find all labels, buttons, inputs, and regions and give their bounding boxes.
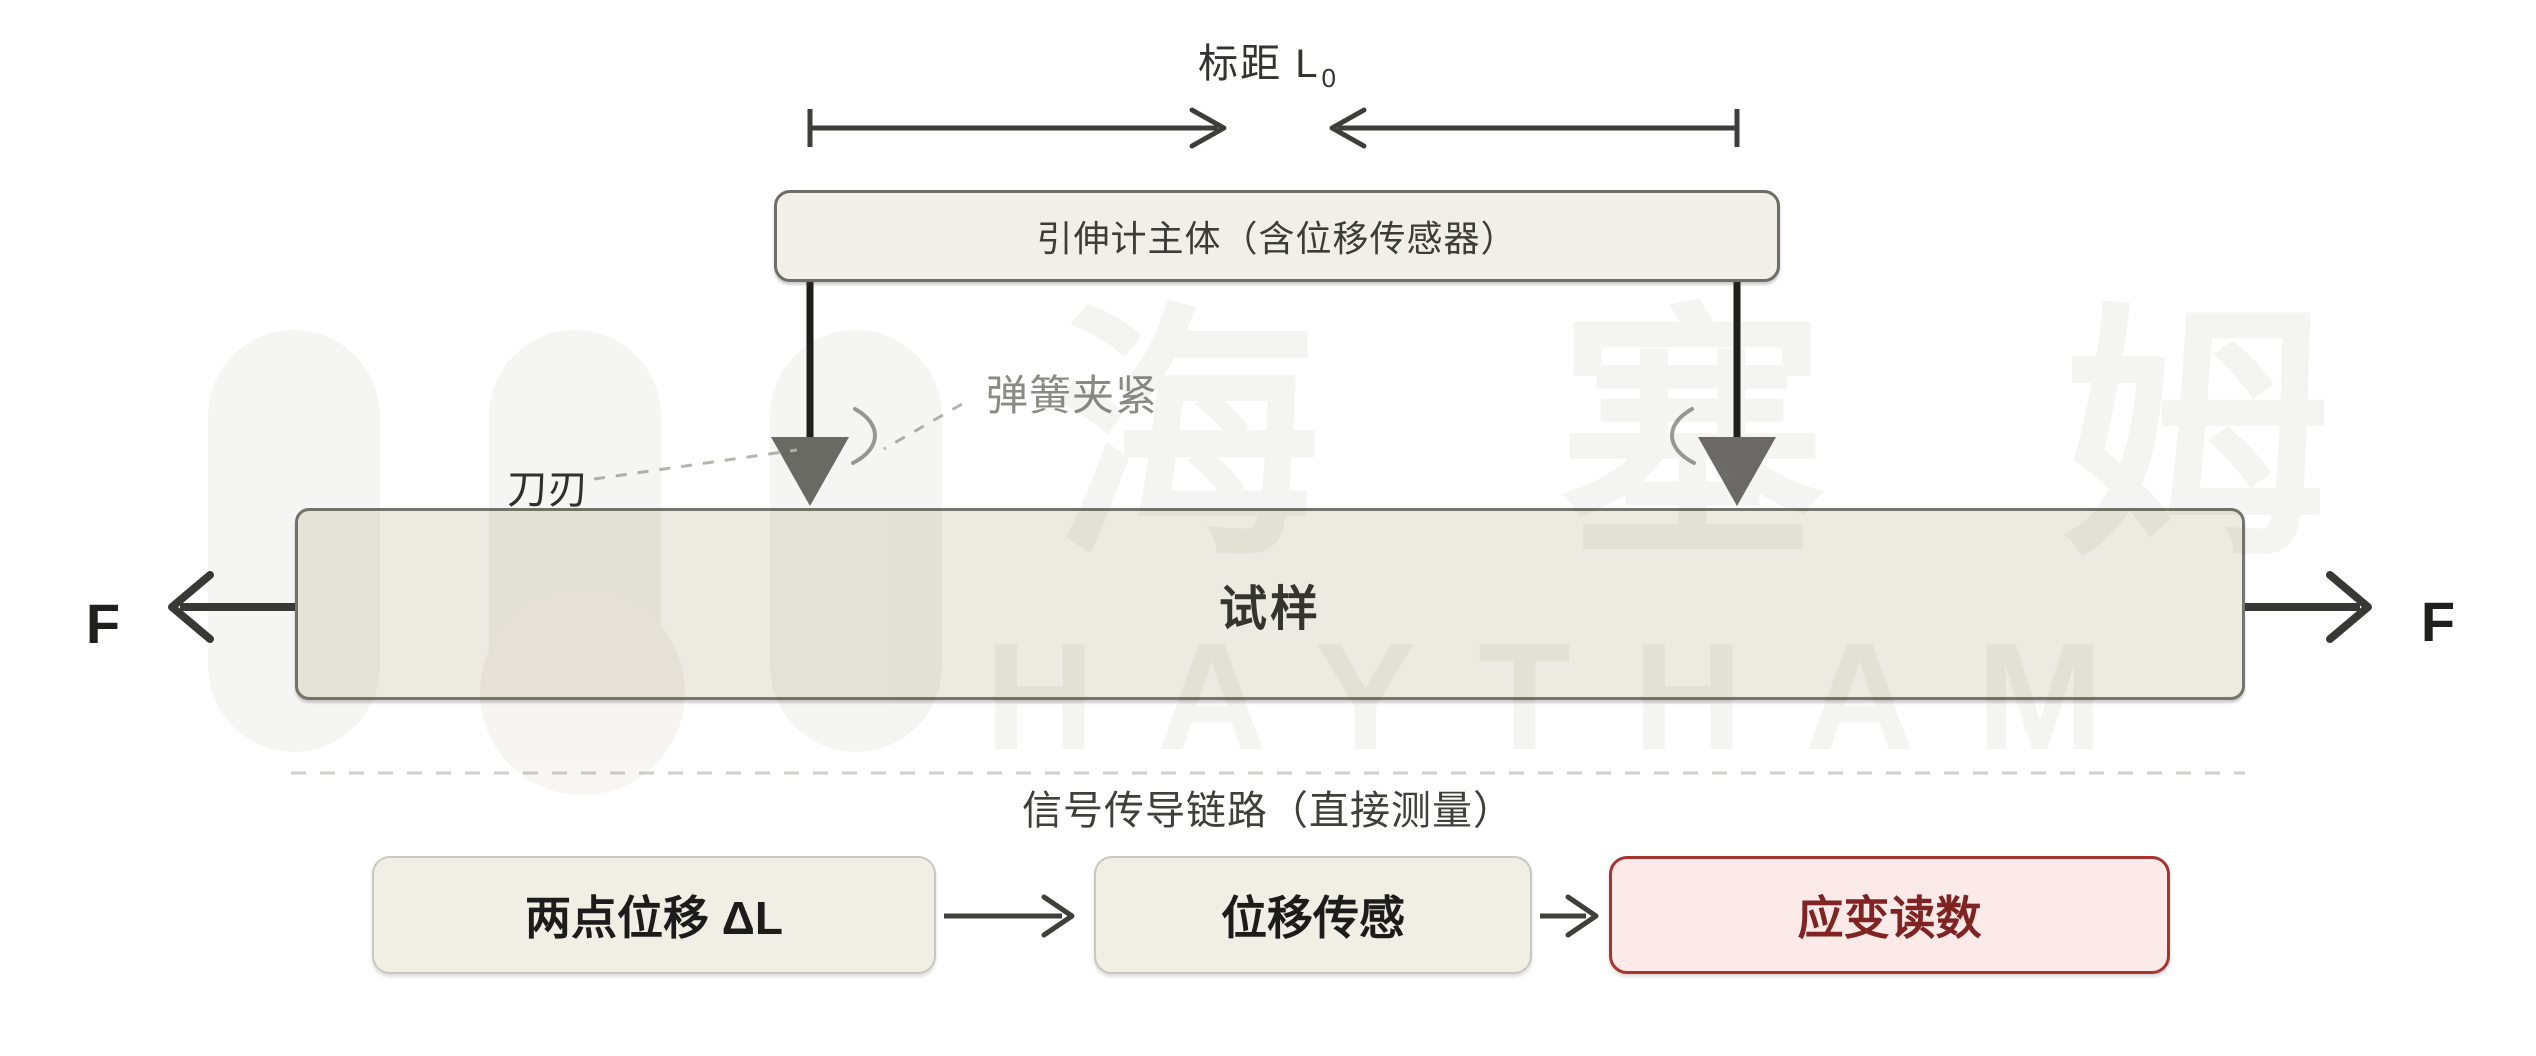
extensometer-body-box: 引伸计主体（含位移传感器） [774,190,1780,282]
knife-edge-triangle-left [771,437,849,506]
gauge-arrowhead-right [1329,107,1367,149]
knife-edge-label: 刀刃 [507,468,589,512]
knife-edge-leader [593,448,798,481]
gauge-arrowhead-left [1189,107,1227,149]
chain-node-displacement: 两点位移 ΔL [372,856,936,974]
knife-edge-triangle-right [1698,437,1776,506]
chain-node-label: 位移传感 [1221,892,1405,944]
force-arrowhead-right [2326,571,2372,643]
gauge-length-text: 标距 L [1198,41,1320,86]
spring-clip-arc-left [851,407,877,465]
spring-clamp-label: 弹簧夹紧 [985,371,1158,419]
force-label-left: F [85,591,121,655]
gauge-length-subscript: 0 [1321,62,1338,93]
flow-arrowhead-2 [1565,894,1599,938]
spring-clamp-leader [883,402,963,451]
force-label-right: F [2420,589,2456,653]
signal-chain-title: 信号传导链路（直接测量） [1022,789,1514,833]
specimen-label: 试样 [1218,583,1321,636]
chain-node-sensing: 位移传感 [1094,856,1532,974]
gauge-length-label: 标距 L0 [1068,36,1468,93]
chain-node-label: 应变读数 [1797,892,1982,944]
force-arrowhead-left [168,571,214,643]
chain-node-strain-reading: 应变读数 [1609,856,2170,974]
specimen-box: 试样 [295,508,2245,700]
spring-clip-arc-right [1670,407,1696,465]
chain-node-label: 两点位移 ΔL [525,892,783,944]
extensometer-body-label: 引伸计主体（含位移传感器） [1036,218,1518,259]
flow-arrowhead-1 [1041,894,1075,938]
